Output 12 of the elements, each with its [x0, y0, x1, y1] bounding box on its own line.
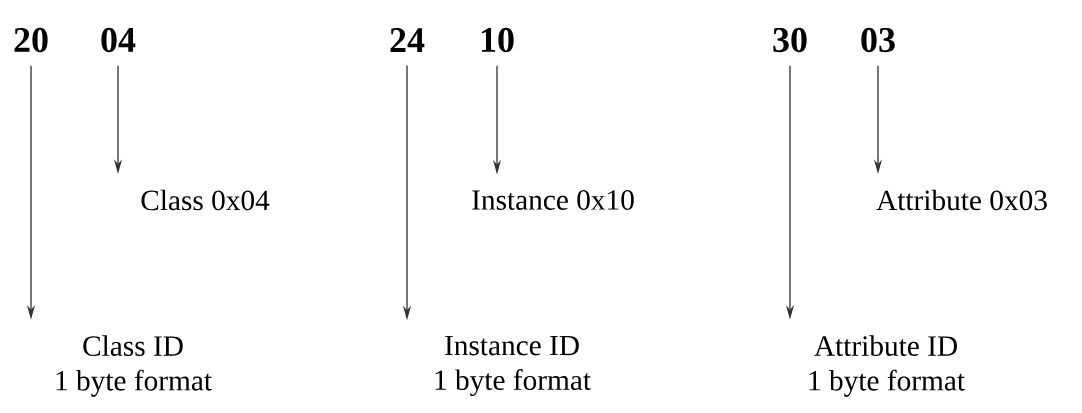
field-description: Attribute ID 1 byte format [809, 335, 965, 397]
field-description: Instance ID 1 byte format [435, 335, 591, 397]
field-description: Class ID 1 byte format [56, 335, 212, 397]
hex-byte-label: 03 [861, 27, 895, 53]
hex-byte-label: 20 [14, 27, 48, 53]
hex-byte-label: 04 [101, 27, 136, 53]
hex-byte-label: 10 [481, 27, 514, 53]
field-label: Class 0x04 [141, 189, 270, 211]
field-label: Attribute 0x03 [876, 189, 1047, 211]
field-label: Instance 0x10 [472, 190, 634, 210]
hex-byte-label: 24 [390, 28, 425, 52]
hex-byte-label: 30 [773, 27, 807, 53]
